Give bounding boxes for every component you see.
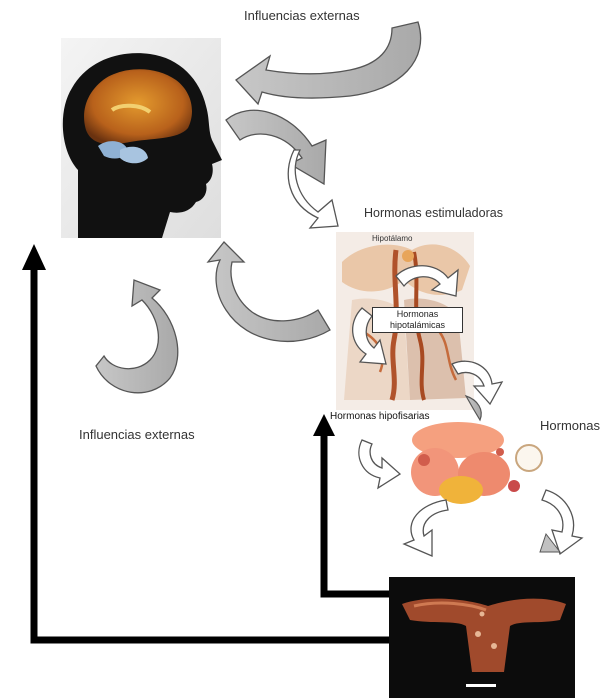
grey-curved-arrow bbox=[236, 22, 421, 104]
brain-head-image bbox=[61, 38, 222, 238]
uterus-ovaries-image bbox=[411, 422, 542, 504]
feedback-arrow-left bbox=[22, 244, 389, 640]
hypothalamic-hormones-line2: hipotalámicas bbox=[373, 320, 462, 331]
hypothalamus-label: Hipotálamo bbox=[372, 234, 412, 243]
grey-curved-arrow bbox=[226, 110, 326, 184]
external-influences-left-label: Influencias externas bbox=[79, 427, 195, 442]
hypothalamic-hormones-line1: Hormonas bbox=[373, 309, 462, 320]
external-influences-top-label: Influencias externas bbox=[244, 8, 360, 23]
hormones-label: Hormonas bbox=[540, 418, 600, 433]
pituitary-hormones-label: Hormonas hipofisarias bbox=[330, 411, 430, 422]
stimulating-hormones-label: Hormonas estimuladoras bbox=[364, 206, 503, 220]
feedback-arrow-center bbox=[313, 414, 389, 594]
grey-curved-arrow bbox=[96, 280, 178, 393]
hypothalamic-hormones-box: Hormonas hipotalámicas bbox=[372, 307, 463, 333]
grey-curved-arrow bbox=[208, 242, 330, 341]
uterus-photo-image bbox=[389, 577, 575, 698]
white-curved-arrow bbox=[359, 440, 400, 488]
white-curved-arrow bbox=[404, 500, 448, 556]
